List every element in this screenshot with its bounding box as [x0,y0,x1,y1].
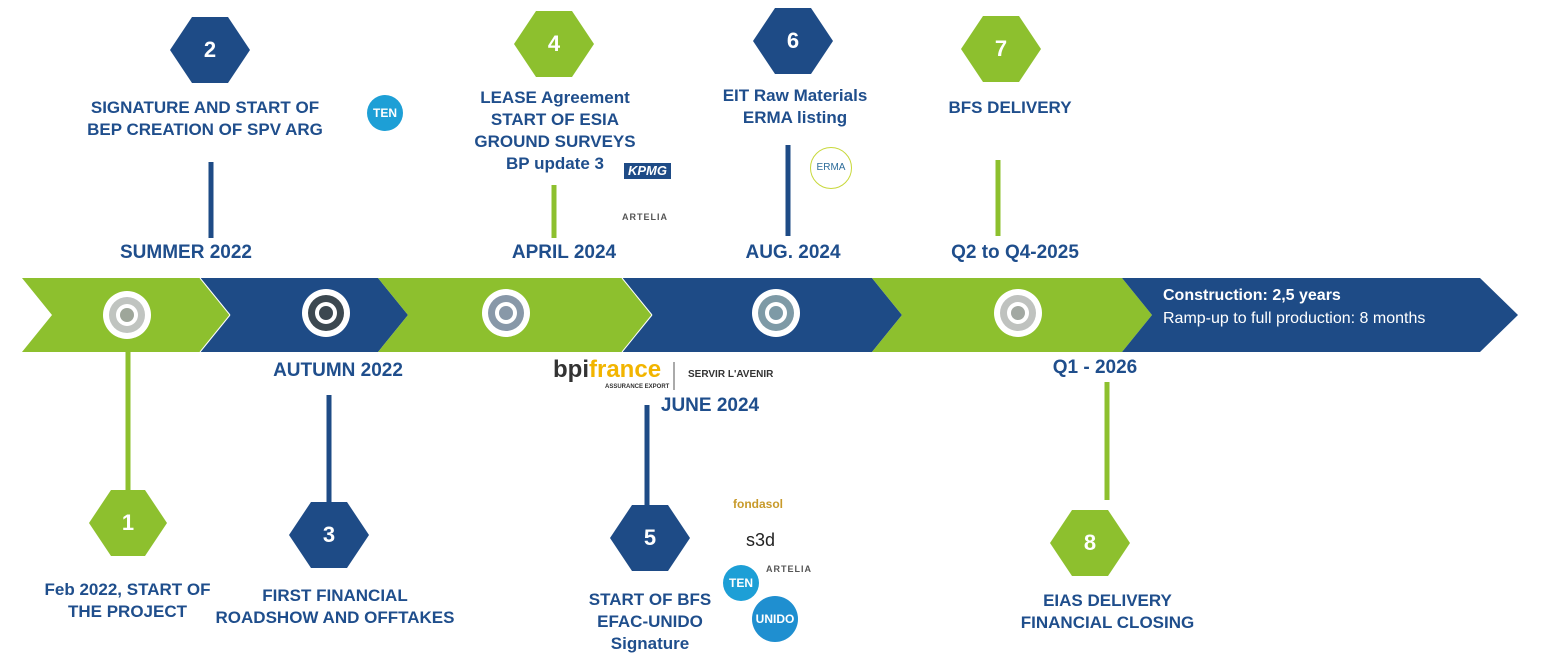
kpmg-logo: KPMG [624,163,671,179]
artelia-logo-1: ARTELIA [622,212,668,222]
servir-lavenir-text: SERVIR L'AVENIR [688,369,774,380]
ring-marker-3 [482,289,530,337]
hex-badge-2 [170,17,250,83]
badge-number-2: 2 [203,37,217,62]
hex-badge-1 [89,490,167,556]
hex-badge-4 [514,11,594,77]
artelia-logo-2: ARTELIA [766,564,812,574]
ten-logo-2: TEN [723,565,759,601]
badge-number-5: 5 [643,525,657,550]
ring-marker-2 [302,289,350,337]
date-summer-2022: SUMMER 2022 [120,242,252,263]
hex-badge-3 [289,502,369,568]
badge-number-8: 8 [1083,530,1097,555]
bpifrance-logo: bpifrance ASSURANCE EXPORT [553,356,670,391]
hex-badge-6 [753,8,833,74]
date-autumn-2022: AUTUMN 2022 [273,360,403,381]
date-q1-2026: Q1 - 2026 [1052,357,1138,378]
fondasol-logo: fondasol [733,497,783,511]
badge-number-6: 6 [786,28,800,53]
hex-badge-7 [961,16,1041,82]
erma-logo: ERMA [810,147,852,189]
date-april-2024: APRIL 2024 [511,242,617,263]
hex-badge-5 [610,505,690,571]
unido-logo: UNIDO [752,596,798,642]
badge-number-7: 7 [994,36,1008,61]
badge-number-3: 3 [322,522,336,547]
date-aug-2024: AUG. 2024 [745,242,841,263]
badge-number-4: 4 [547,31,561,56]
ring-marker-5 [994,289,1042,337]
ring-marker-1 [103,291,151,339]
s3d-logo: s3d [746,530,776,550]
final-arrow [1122,278,1518,352]
date-june-2024: JUNE 2024 [660,395,760,416]
date-q2-q4-2025: Q2 to Q4-2025 [951,242,1079,263]
hex-badge-8 [1050,510,1130,576]
ten-logo: TEN [367,95,403,131]
ring-marker-4 [752,289,800,337]
final-arrow-text: Construction: 2,5 years Ramp-up to full … [1163,287,1426,327]
badge-number-1: 1 [121,510,135,535]
milestone-7-text: BFS DELIVERY [948,98,1072,117]
